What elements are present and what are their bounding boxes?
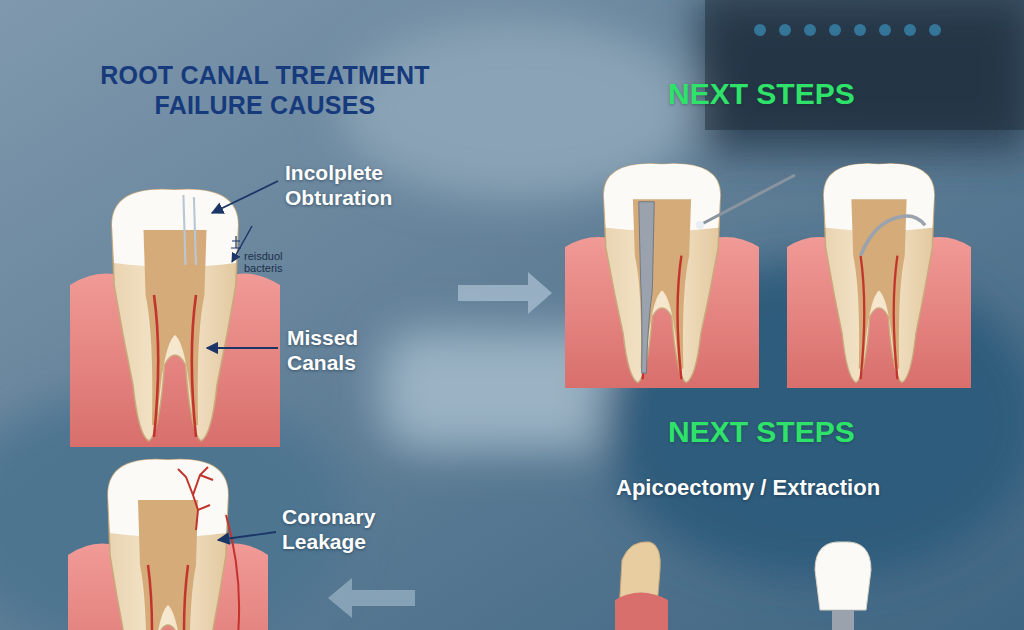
flow-arrow (328, 578, 415, 618)
leader-line (218, 532, 276, 540)
section-heading: NEXT STEPS (668, 414, 855, 450)
tooth (70, 189, 280, 447)
tooth (68, 459, 268, 630)
tooth (565, 164, 759, 388)
dental-probe (696, 221, 704, 229)
monitor (705, 0, 1024, 130)
cause-label: Coronary Leakage (282, 504, 402, 554)
dental-probe (700, 175, 795, 225)
leader-line (207, 347, 278, 349)
diagram-title: ROOT CANAL TREATMENT FAILURE CAUSES (50, 60, 480, 120)
resected-root (615, 542, 668, 630)
note-label: reisduol bacteris (244, 250, 304, 274)
option-label: Apicoectomy / Extraction (616, 475, 880, 501)
tooth (787, 164, 971, 388)
section-heading: NEXT STEPS (668, 76, 855, 112)
cause-label: Missed Canals (287, 325, 397, 375)
leader-line (212, 181, 278, 213)
flow-arrow (458, 272, 552, 314)
bacteria-symbol (231, 236, 241, 248)
implant (815, 542, 871, 630)
cause-label: Incolplete Obturation (285, 160, 435, 210)
